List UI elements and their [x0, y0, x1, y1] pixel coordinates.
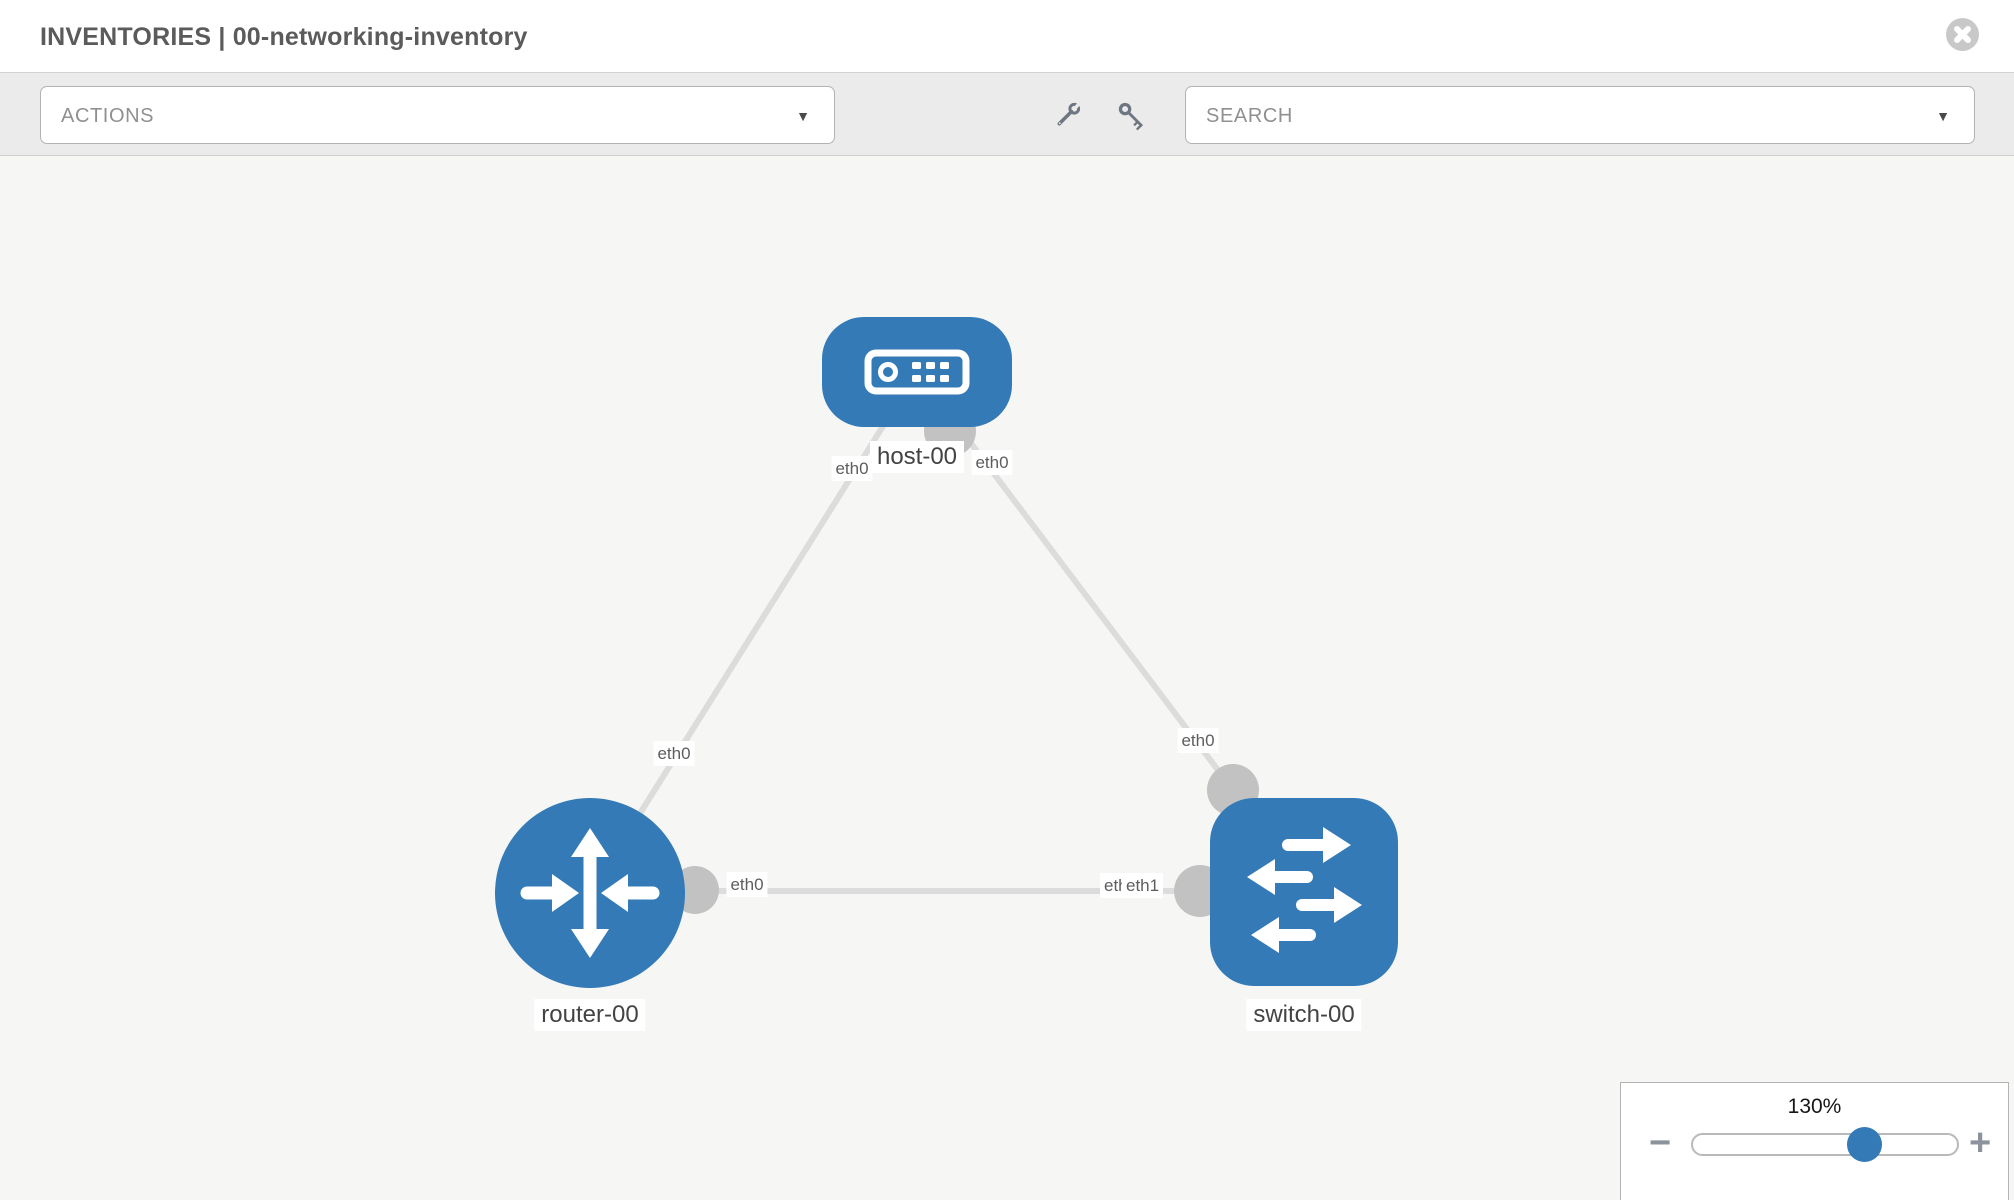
wrench-icon[interactable] [1049, 98, 1085, 139]
topology-links-layer [587, 370, 1259, 917]
host-device-icon [864, 349, 970, 395]
zoom-control-panel: 130% − + [1620, 1082, 2009, 1200]
key-icon[interactable] [1114, 98, 1152, 141]
node-label-router: router-00 [534, 999, 646, 1031]
switch-arrows-icon [1210, 798, 1398, 986]
interface-label-host-eth0-right: eth0 [971, 450, 1013, 475]
chevron-down-icon: ▼ [1936, 108, 1950, 124]
zoom-in-button[interactable]: + [1969, 1122, 1992, 1164]
node-label-switch: switch-00 [1246, 999, 1362, 1031]
zoom-slider-thumb[interactable] [1847, 1127, 1882, 1162]
search-dropdown-label: SEARCH [1206, 105, 1293, 127]
chevron-down-icon: ▼ [796, 108, 810, 124]
interface-label-router-eth0-uplink: eth0 [653, 741, 695, 766]
header: INVENTORIES | 00-networking-inventory [0, 0, 2014, 72]
zoom-level-value: 130% [1787, 1095, 1842, 1118]
node-switch-00[interactable] [1210, 798, 1398, 986]
interface-label-host-eth0-left: eth0 [831, 456, 873, 481]
node-router-00[interactable] [495, 798, 685, 988]
node-label-host: host-00 [869, 441, 965, 473]
interface-label-switch-eth0-top: eth0 [1177, 728, 1219, 753]
interface-label-switch-eth1: eth1 [1122, 873, 1164, 898]
topology-canvas[interactable]: host-00 router-00 switch-00 eth0 eth0 et… [0, 156, 2014, 1200]
zoom-out-button[interactable]: − [1649, 1122, 1672, 1164]
close-button[interactable] [1946, 18, 1979, 51]
search-dropdown[interactable]: SEARCH ▼ [1185, 86, 1975, 144]
page-title: INVENTORIES | 00-networking-inventory [40, 23, 528, 51]
actions-dropdown[interactable]: ACTIONS ▼ [40, 86, 835, 144]
close-icon [1946, 18, 1979, 51]
actions-dropdown-label: ACTIONS [61, 105, 155, 127]
router-arrows-icon [495, 798, 685, 988]
node-host-00[interactable] [822, 317, 1012, 427]
interface-label-router-eth0-right: eth0 [726, 872, 768, 897]
zoom-slider-track[interactable] [1691, 1133, 1959, 1156]
